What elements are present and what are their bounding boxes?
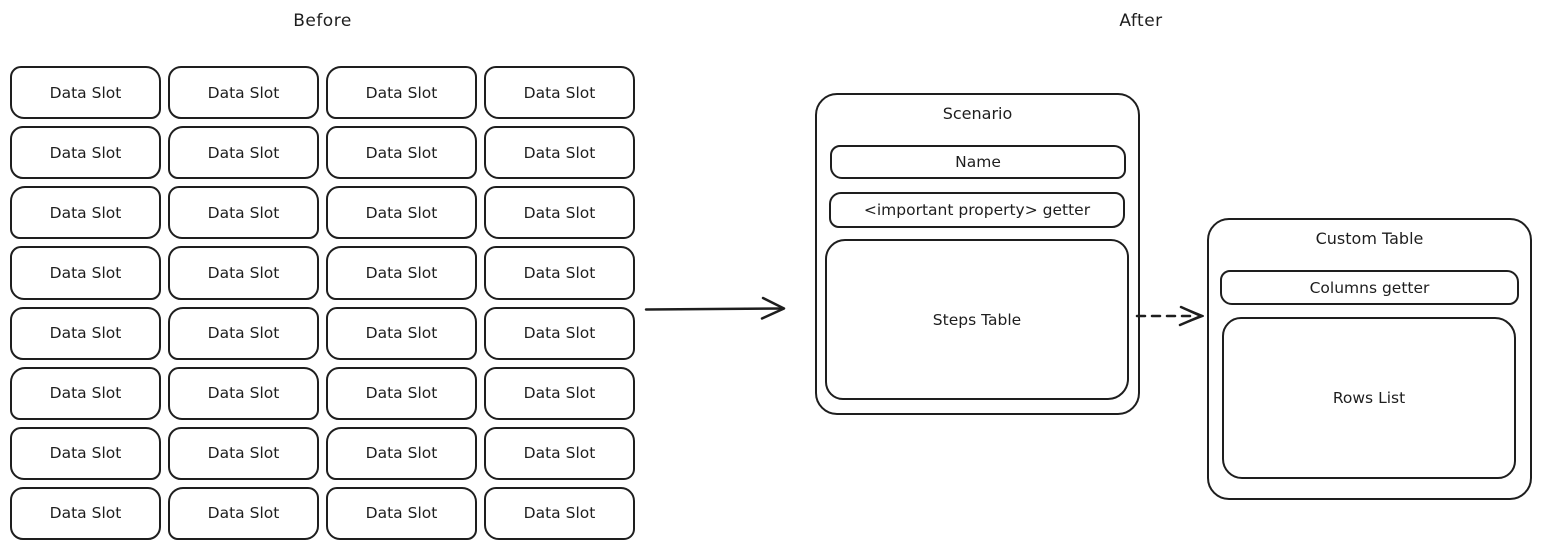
data-slot-box: Data Slot: [484, 66, 635, 120]
scenario-name-box: Name: [830, 145, 1126, 179]
data-slot-box: Data Slot: [484, 246, 635, 300]
data-slot-box: Data Slot: [10, 426, 161, 480]
data-slot-box: Data Slot: [326, 66, 477, 120]
data-slot-box: Data Slot: [168, 66, 319, 120]
before-section-label: Before: [293, 11, 352, 31]
data-slot-box: Data Slot: [168, 246, 319, 300]
data-slot-box: Data Slot: [10, 306, 161, 360]
data-slot-box: Data Slot: [326, 246, 477, 300]
data-slot-box: Data Slot: [326, 186, 477, 240]
scenario-to-custom-table-dashed-arrow-icon: [1135, 305, 1204, 327]
data-slot-box: Data Slot: [10, 186, 161, 240]
custom-table-box: Custom Table Columns getter Rows List: [1207, 218, 1532, 500]
custom-table-title: Custom Table: [1315, 229, 1424, 248]
after-section-label: After: [1119, 11, 1163, 31]
data-slot-box: Data Slot: [168, 306, 319, 360]
data-slot-box: Data Slot: [168, 366, 319, 420]
scenario-box: Scenario Name <important property> gette…: [815, 93, 1140, 415]
scenario-important-property-getter-box: <important property> getter: [829, 192, 1125, 228]
before-to-after-arrow-icon: [644, 296, 786, 320]
data-slot-box: Data Slot: [484, 126, 635, 180]
data-slot-box: Data Slot: [10, 126, 161, 180]
data-slot-box: Data Slot: [484, 306, 635, 360]
data-slot-box: Data Slot: [326, 426, 477, 480]
scenario-steps-table-box: Steps Table: [825, 239, 1129, 400]
data-slot-box: Data Slot: [484, 486, 635, 540]
data-slot-box: Data Slot: [484, 426, 635, 480]
data-slot-box: Data Slot: [326, 306, 477, 360]
data-slot-box: Data Slot: [168, 426, 319, 480]
data-slot-box: Data Slot: [484, 366, 635, 420]
data-slot-box: Data Slot: [10, 246, 161, 300]
data-slot-box: Data Slot: [326, 126, 477, 180]
data-slot-box: Data Slot: [168, 126, 319, 180]
custom-table-columns-getter-box: Columns getter: [1220, 270, 1519, 305]
data-slot-box: Data Slot: [168, 186, 319, 240]
data-slot-box: Data Slot: [10, 66, 161, 120]
data-slot-box: Data Slot: [168, 486, 319, 540]
data-slot-box: Data Slot: [10, 366, 161, 420]
scenario-title: Scenario: [942, 104, 1013, 123]
data-slot-box: Data Slot: [484, 186, 635, 240]
data-slot-box: Data Slot: [326, 486, 477, 540]
data-slot-box: Data Slot: [326, 366, 477, 420]
data-slot-box: Data Slot: [10, 486, 161, 540]
custom-table-rows-list-box: Rows List: [1222, 317, 1516, 479]
